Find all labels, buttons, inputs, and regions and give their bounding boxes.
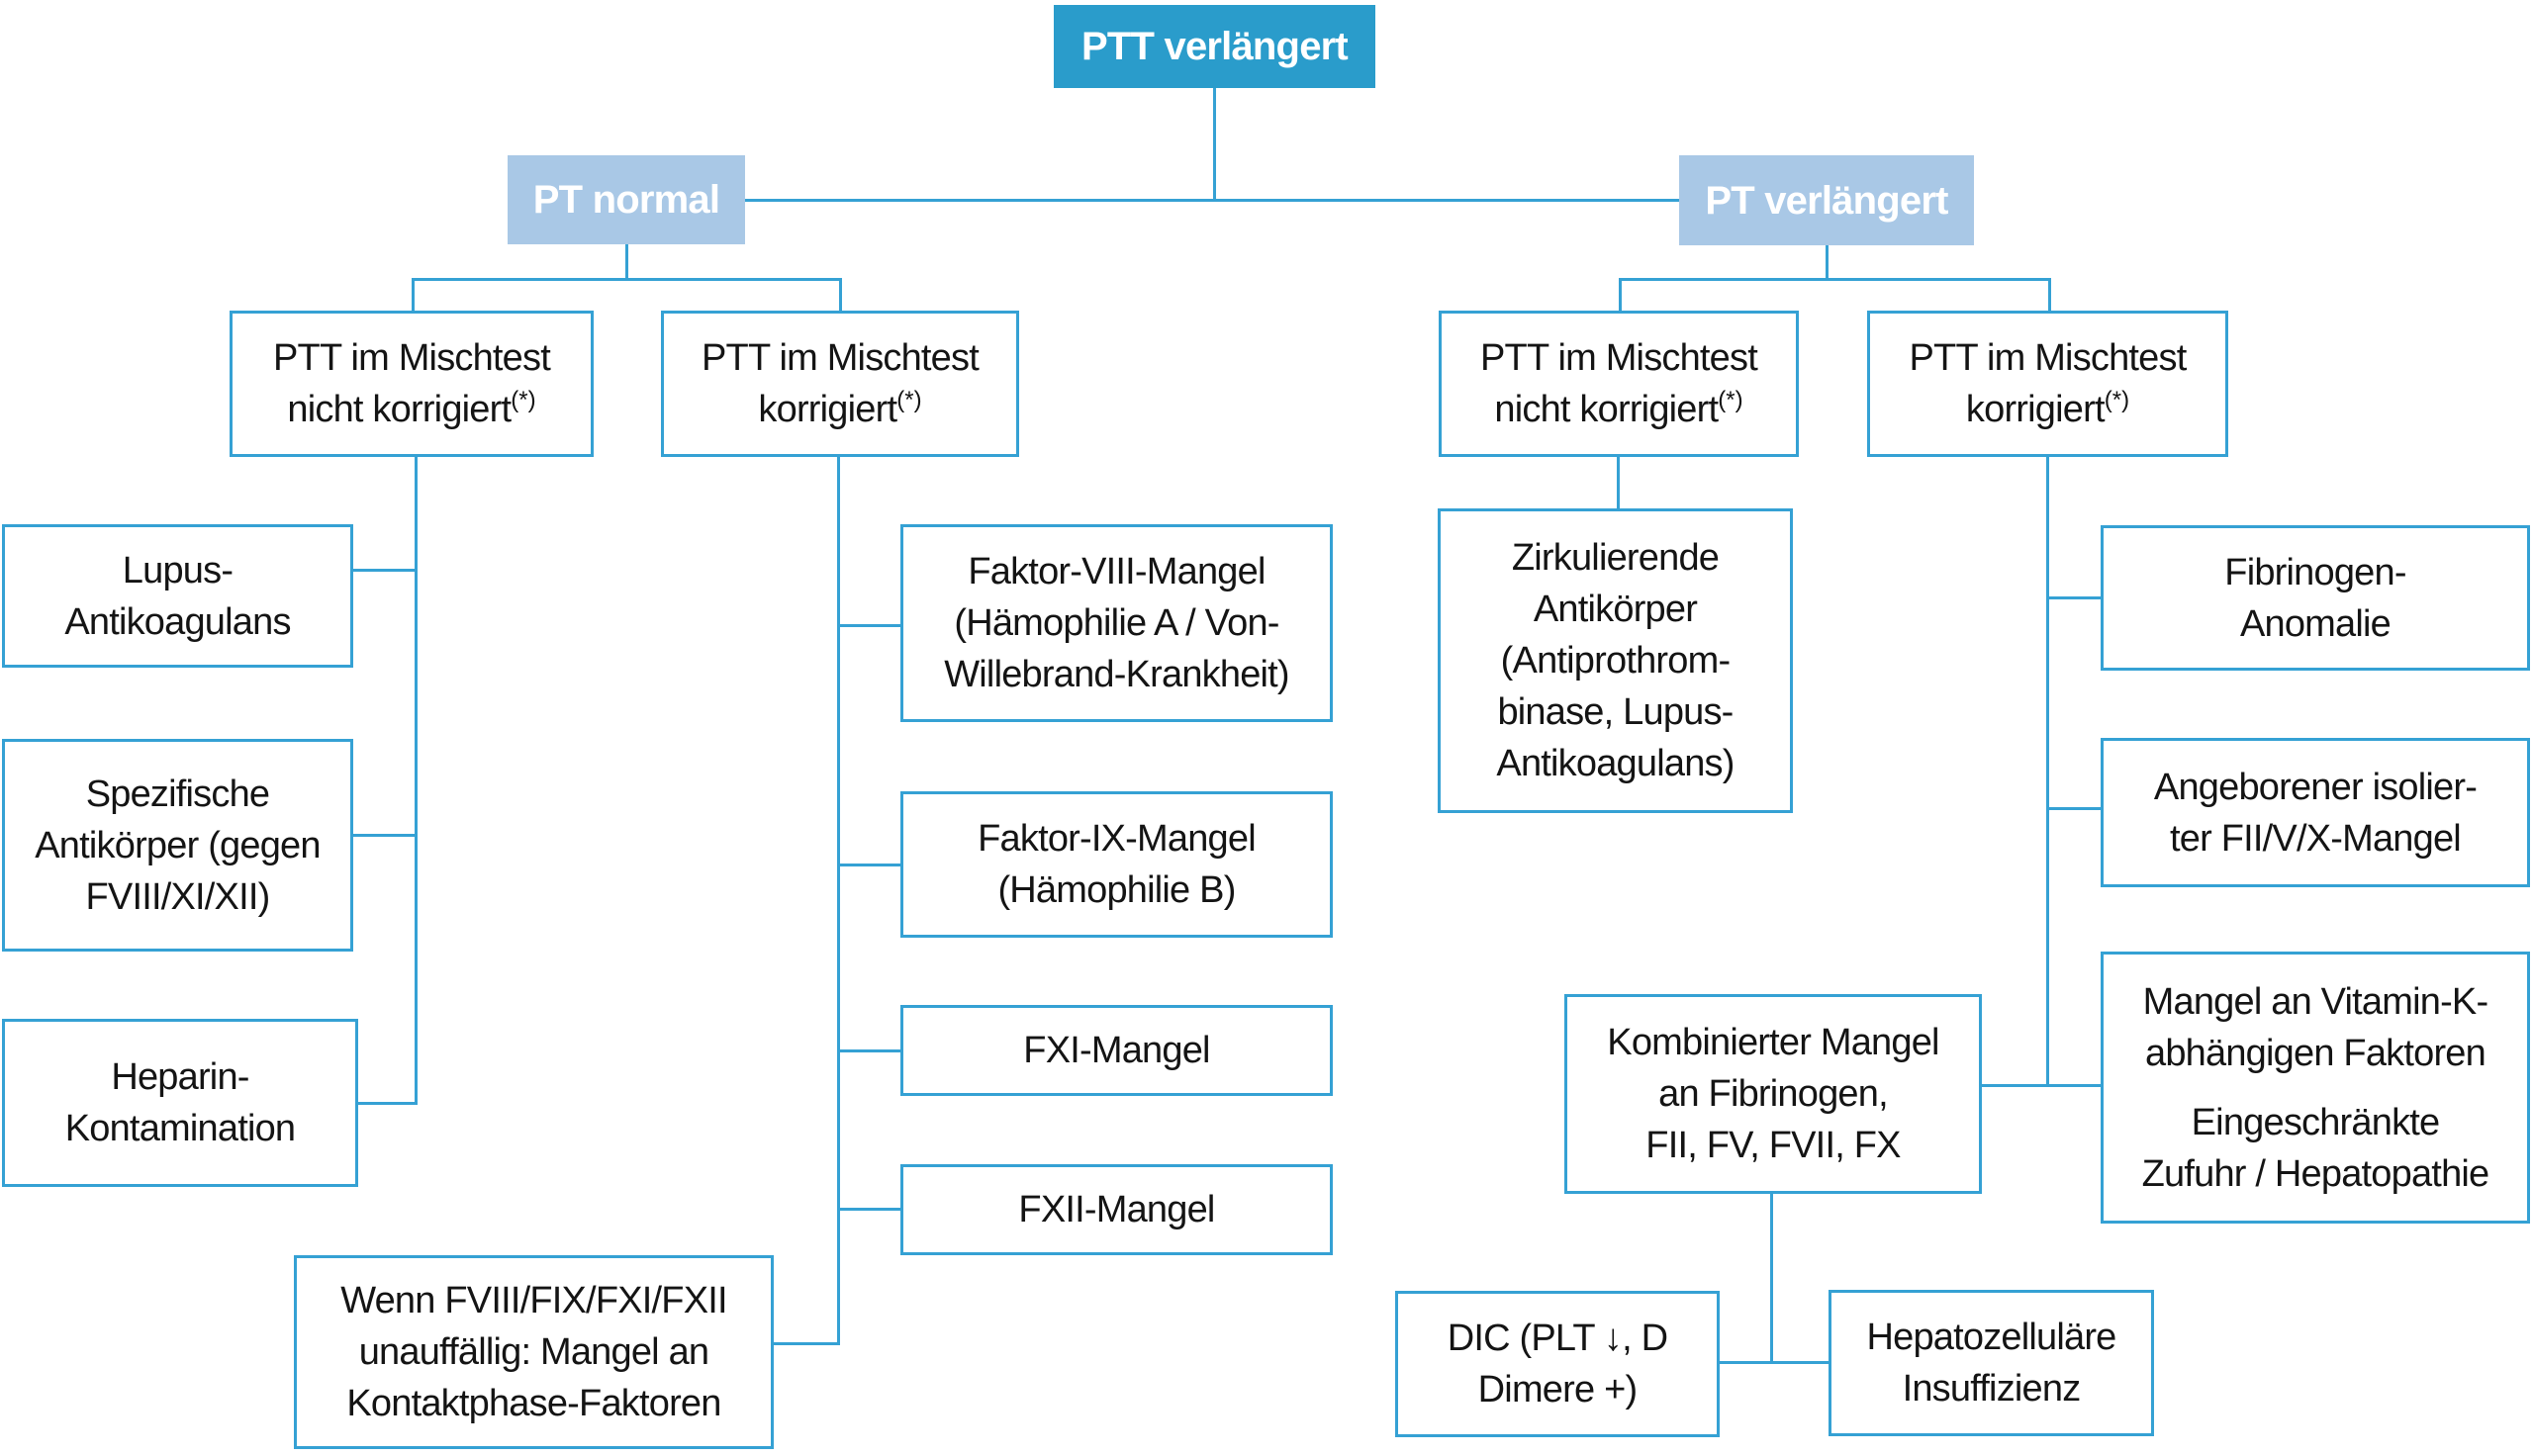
connector [412,278,842,281]
node-label: Wenn FVIII/FIX/FXI/FXII unauffällig: Man… [340,1280,727,1424]
node-label: Spezifische Antikörper (gegen FVIII/XI/X… [35,773,321,918]
node-heparin-kontamination: Heparin- Kontamination [2,1019,358,1187]
node-label: Faktor-IX-Mangel (Hämophilie B) [978,818,1257,911]
node-label: PT normal [532,178,720,222]
node-label: PTT im Mischtest korrigiert(*) [702,337,980,430]
connector [774,1342,840,1345]
node-label: Lupus- Antikoagulans [64,549,291,643]
node-label: Hepatozelluläre Insuffizienz [1866,1317,2116,1410]
node-vitamin-k-mangel: Mangel an Vitamin-K- abhängigen Faktoren… [2101,952,2530,1224]
node-fxii-mangel: FXII-Mangel [900,1164,1333,1255]
node-dic: DIC (PLT ↓, D Dimere +) [1395,1291,1720,1437]
connector [837,1208,900,1211]
node-angeborener-fii-v-x-mangel: Angeborener isolier- ter FII/V/X-Mangel [2101,738,2530,887]
node-hepatozellulaere-insuffizienz: Hepatozelluläre Insuffizienz [1829,1290,2154,1436]
node-fibrinogen-anomalie: Fibrinogen- Anomalie [2101,525,2530,671]
connector [837,1049,900,1052]
vitamin-k-paragraph: Mangel an Vitamin-K- abhängigen Faktoren [2142,980,2489,1074]
node-mixtest-not-corrected-left: PTT im Mischtest nicht korrigiert(*) [230,311,594,457]
connector [1826,245,1829,281]
connector [837,624,900,627]
node-label: PTT im Mischtest korrigiert(*) [1909,337,2188,430]
footnote-marker: (*) [896,387,922,413]
connector [1982,1084,2101,1087]
zufuhr-hepatopathie-paragraph: Eingeschränkte Zufuhr / Hepatopathie [2141,1101,2490,1195]
node-pt-verlaengert: PT verlängert [1679,155,1974,245]
connector [1213,88,1216,201]
node-zirkulierende-antikoerper: Zirkulierende Antikörper (Antiprothrom- … [1438,508,1793,813]
connector [353,569,418,572]
connector [625,244,628,281]
node-faktor-viii-mangel: Faktor-VIII-Mangel (Hämophilie A / Von- … [900,524,1333,722]
connector [1617,457,1620,508]
connector [837,864,900,866]
node-mixtest-corrected-right: PTT im Mischtest korrigiert(*) [1867,311,2228,457]
node-label: PT verlängert [1705,178,1948,223]
node-label: Fibrinogen- Anomalie [2224,551,2406,645]
connector [1770,1194,1773,1364]
footnote-marker: (*) [1718,387,1743,413]
connector [358,1102,418,1105]
connector [745,199,1679,202]
connector [839,278,842,311]
node-label: PTT im Mischtest nicht korrigiert(*) [273,337,551,430]
node-faktor-ix-mangel: Faktor-IX-Mangel (Hämophilie B) [900,791,1333,938]
connector [1619,278,1622,311]
node-spezifische-antikoerper: Spezifische Antikörper (gegen FVIII/XI/X… [2,739,353,952]
node-fxi-mangel: FXI-Mangel [900,1005,1333,1096]
node-label: FXI-Mangel [1023,1030,1210,1071]
node-label: Heparin- Kontamination [64,1056,296,1149]
node-kontaktphase-faktoren: Wenn FVIII/FIX/FXI/FXII unauffällig: Man… [294,1255,774,1449]
node-label: PTT verlängert [1081,25,1349,68]
footnote-marker: (*) [2104,387,2130,413]
connector [353,834,418,837]
connector [415,457,418,1105]
connector [1720,1361,1829,1364]
footnote-marker: (*) [511,387,536,413]
node-kombinierter-mangel: Kombinierter Mangel an Fibrinogen, FII, … [1564,994,1982,1194]
node-lupus-antikoagulans: Lupus- Antikoagulans [2,524,353,668]
node-pt-normal: PT normal [508,155,745,244]
node-label: DIC (PLT ↓, D Dimere +) [1447,1318,1668,1410]
node-ptt-verlaengert: PTT verlängert [1054,5,1375,88]
connector [2046,457,2049,1087]
node-label: Zirkulierende Antikörper (Antiprothrom- … [1496,537,1735,784]
connector [2046,807,2101,810]
node-label: Kombinierter Mangel an Fibrinogen, FII, … [1607,1022,1939,1166]
node-label: Angeborener isolier- ter FII/V/X-Mangel [2153,766,2478,860]
connector [2048,278,2051,311]
node-label: Mangel an Vitamin-K- abhängigen Faktoren… [2141,976,2490,1200]
connector [837,457,840,1345]
node-mixtest-not-corrected-right: PTT im Mischtest nicht korrigiert(*) [1439,311,1799,457]
node-label: Faktor-VIII-Mangel (Hämophilie A / Von- … [944,551,1289,695]
connector [1619,278,2051,281]
node-label: FXII-Mangel [1018,1189,1215,1230]
connector [412,278,415,311]
node-label: PTT im Mischtest nicht korrigiert(*) [1480,337,1758,430]
node-mixtest-corrected-left: PTT im Mischtest korrigiert(*) [661,311,1019,457]
connector [2046,596,2101,599]
